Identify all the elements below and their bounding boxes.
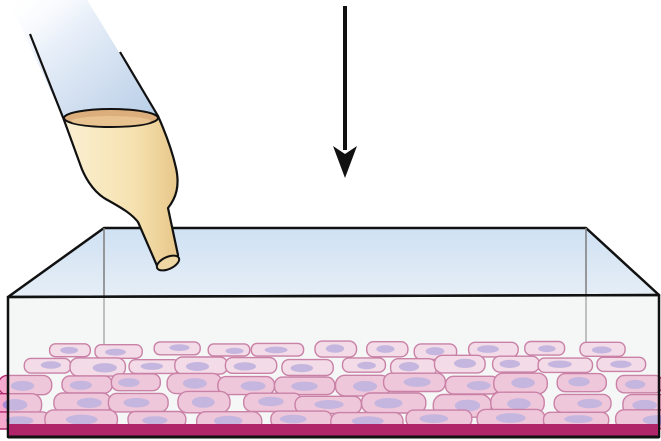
pipette-icon	[8, 0, 181, 274]
dish-floor	[9, 424, 658, 437]
dish-front-wall	[8, 295, 659, 437]
arrow-down-icon	[333, 6, 357, 178]
dish-back-wall	[8, 228, 659, 297]
dish-front	[8, 295, 659, 437]
pipette-glass	[8, 0, 158, 120]
